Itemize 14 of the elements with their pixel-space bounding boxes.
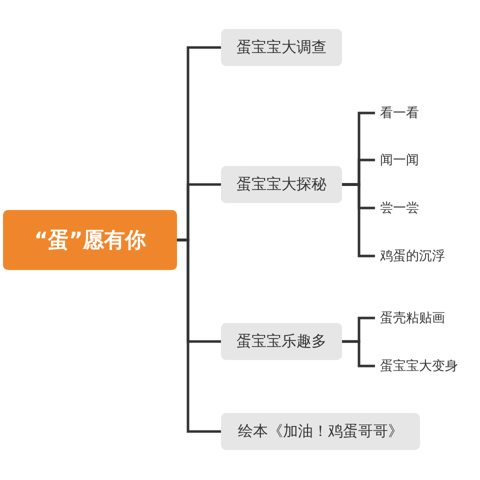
subtopic-text: 看一看 (380, 104, 419, 122)
central-topic-box: “蛋”愿有你 (3, 210, 177, 270)
subtopic-text: 蛋壳粘贴画 (380, 309, 445, 327)
topic-box: 绘本《加油！鸡蛋哥哥》 (221, 413, 420, 450)
subtopic-text: 蛋宝宝大变身 (380, 357, 458, 375)
topic-box: 蛋宝宝大探秘 (221, 166, 342, 203)
subtopic-text: 鸡蛋的沉浮 (380, 247, 445, 265)
connector-line (342, 183, 375, 258)
connector-line (177, 238, 221, 433)
topic-box: 蛋宝宝大调查 (221, 29, 342, 66)
subtopic-text: 闻一闻 (380, 151, 419, 169)
topic-box: 蛋宝宝乐趣多 (221, 323, 342, 360)
connector-line (342, 340, 375, 368)
subtopic-text: 尝一尝 (380, 199, 419, 217)
